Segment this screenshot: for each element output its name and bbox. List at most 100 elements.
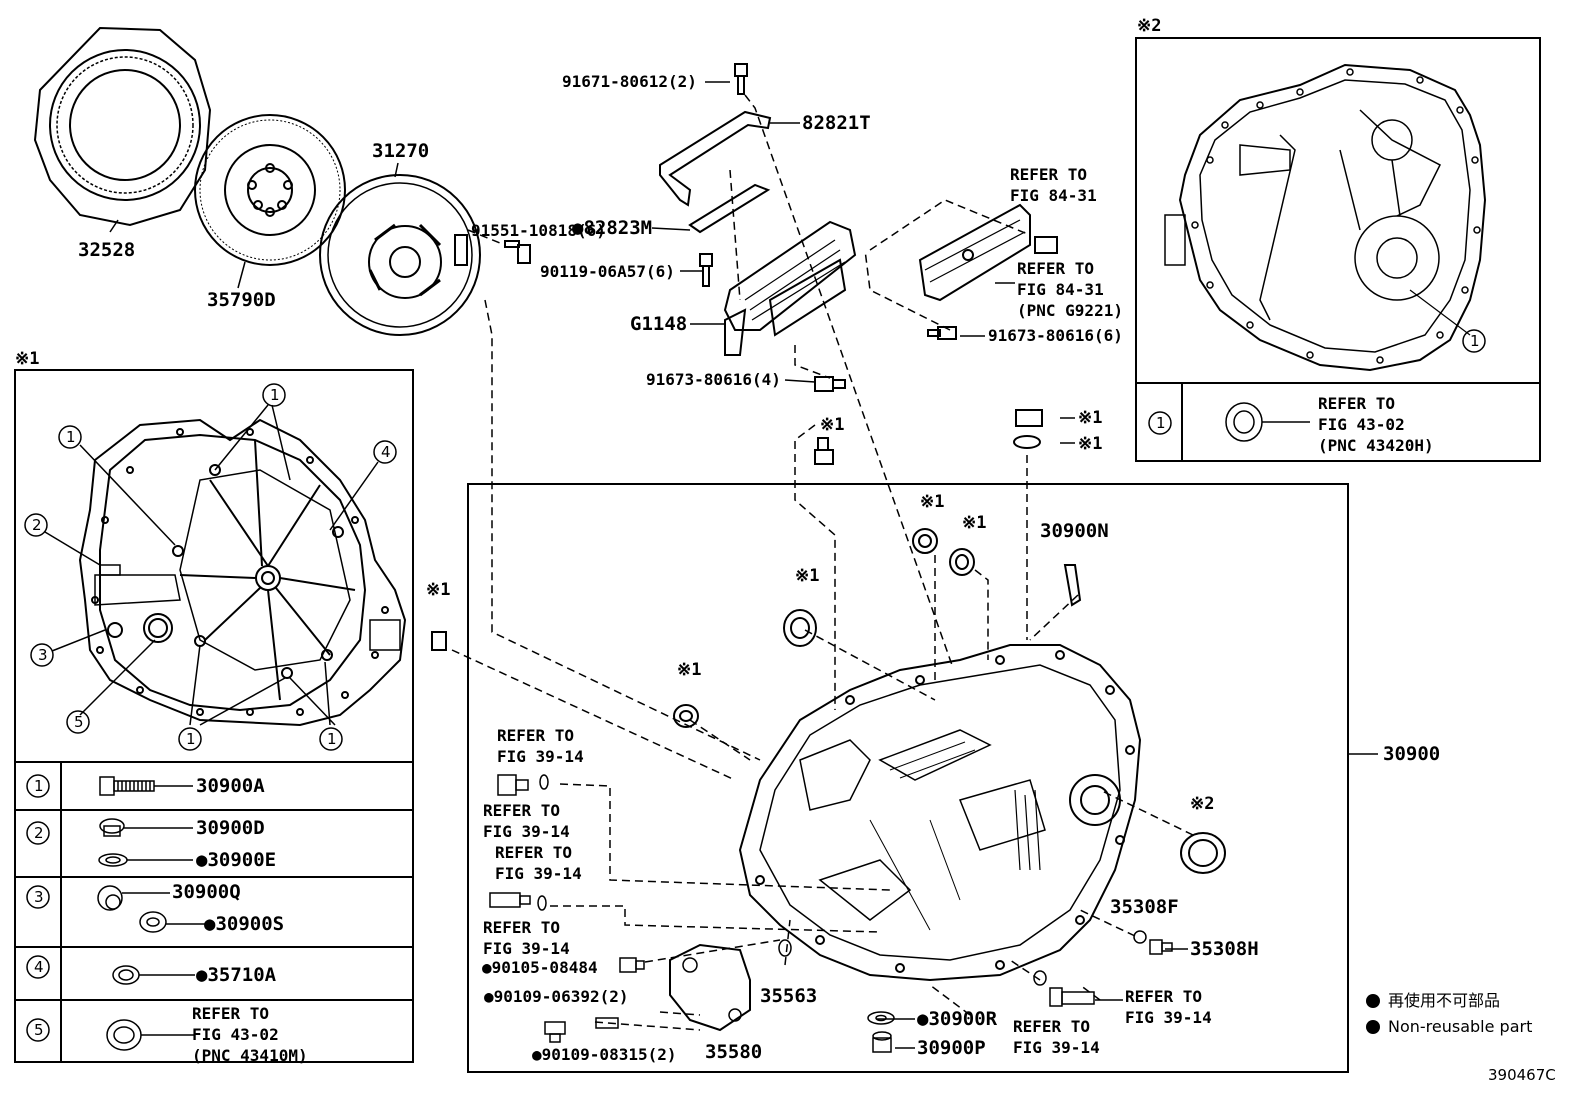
damper-31270: [319, 162, 481, 336]
dashed-leaders: [451, 94, 1194, 1031]
note-mark-1-d: ※1: [920, 492, 945, 512]
label-90119-06A57[interactable]: 90119-06A57(6): [540, 262, 675, 281]
note-mark-1-f: ※1: [795, 566, 820, 586]
note-mark-2-right: ※2: [1137, 16, 1162, 36]
ref-line: REFER TO: [1013, 1017, 1091, 1036]
inset1-callouts: [24, 383, 397, 1042]
callout-1: 1: [1470, 332, 1480, 350]
label-30900Q[interactable]: 30900Q: [172, 881, 241, 903]
label-30900D[interactable]: 30900D: [196, 817, 265, 839]
label-82823M[interactable]: ●82823M: [572, 217, 653, 239]
label-32528[interactable]: 32528: [78, 239, 136, 261]
note-mark-1-b: ※1: [1078, 434, 1103, 454]
label-90105-08484[interactable]: ●90105-08484: [482, 958, 598, 977]
label-35563[interactable]: 35563: [760, 985, 818, 1007]
callout-1: 1: [327, 730, 337, 748]
label-30900N[interactable]: 30900N: [1040, 520, 1109, 542]
legend-jp: 再使用不可部品: [1388, 991, 1501, 1010]
note-mark-1-c: ※1: [820, 415, 845, 435]
label-30900S[interactable]: ●30900S: [204, 913, 285, 935]
inset-box-2: [1135, 37, 1541, 462]
ref-line: FIG 39-14: [483, 822, 570, 841]
diagram-code: 390467C: [1488, 1066, 1556, 1084]
label-G1148[interactable]: G1148: [630, 313, 688, 335]
table1-row-no: 5: [34, 1021, 44, 1039]
ref-line: (PNC G9221): [1017, 301, 1123, 320]
label-91551-10818[interactable]: 91551-10818(6): [471, 221, 606, 240]
label-30900E[interactable]: ●30900E: [196, 849, 277, 871]
table1-row-no: 3: [34, 888, 44, 906]
ref-fig-39-14-c[interactable]: REFER TO FIG 39-14: [495, 842, 582, 884]
ref-line: REFER TO: [1125, 987, 1203, 1006]
ref-line: FIG 84-31: [1017, 280, 1104, 299]
label-35580[interactable]: 35580: [705, 1041, 763, 1063]
label-30900[interactable]: 30900: [1383, 743, 1441, 765]
ref-line: FIG 43-02: [1318, 415, 1405, 434]
bracket-parts: [431, 63, 1226, 874]
callout-2: 2: [32, 516, 42, 534]
ref-fig-39-14-a[interactable]: REFER TO FIG 39-14: [497, 725, 584, 767]
label-91671-80612[interactable]: 91671-80612(2): [562, 72, 697, 91]
callout-4: 4: [381, 443, 391, 461]
inset1-table-parts: [97, 776, 205, 1051]
label-30900A[interactable]: 30900A: [196, 775, 265, 797]
table1-row-no: 4: [34, 958, 44, 976]
bell-housing-drawing: [44, 404, 407, 727]
label-91673-80616-4[interactable]: 91673-80616(4): [646, 370, 781, 389]
legend-dots: [1366, 994, 1380, 1034]
callout-5: 5: [74, 713, 84, 731]
main-box: [467, 483, 1349, 1073]
label-35710A[interactable]: ●35710A: [196, 964, 277, 986]
table1-row-no: 2: [34, 824, 44, 842]
label-90109-06392[interactable]: ●90109-06392(2): [484, 987, 629, 1006]
ref-line: FIG 43-02: [192, 1025, 279, 1044]
ref-line: REFER TO: [483, 918, 561, 937]
note-mark-1-e: ※1: [962, 513, 987, 533]
ref-line: REFER TO: [1017, 259, 1095, 278]
ref-line: FIG 39-14: [495, 864, 582, 883]
label-90109-08315[interactable]: ●90109-08315(2): [532, 1045, 677, 1064]
note-mark-1-left: ※1: [15, 349, 40, 369]
label-91673-80616-6[interactable]: 91673-80616(6): [988, 326, 1123, 345]
transaxle-drawing: [738, 644, 1142, 982]
ref-fig-39-14-d[interactable]: REFER TO FIG 39-14: [483, 917, 570, 959]
callout-1: 1: [66, 428, 76, 446]
ref-fig-84-31-a[interactable]: REFER TO FIG 84-31: [1010, 164, 1097, 206]
ref-line: REFER TO: [497, 726, 575, 745]
ref-fig-43-02-a[interactable]: REFER TO FIG 43-02 (PNC 43410M): [192, 1003, 308, 1066]
ref-fig-43-02-b[interactable]: REFER TO FIG 43-02 (PNC 43420H): [1318, 393, 1434, 456]
note-mark-1-g: ※1: [677, 660, 702, 680]
label-30900R[interactable]: ●30900R: [917, 1008, 998, 1030]
ref-line: FIG 39-14: [483, 939, 570, 958]
ref-line: (PNC 43410M): [192, 1046, 308, 1065]
ref-line: REFER TO: [495, 843, 573, 862]
label-82821T[interactable]: 82821T: [802, 112, 871, 134]
inset-box-1: [14, 369, 414, 1063]
callout-1: 1: [270, 386, 280, 404]
ref-fig-39-14-f[interactable]: REFER TO FIG 39-14: [1013, 1016, 1100, 1058]
ref-line: FIG 39-14: [497, 747, 584, 766]
ref-line: FIG 39-14: [1125, 1008, 1212, 1027]
label-30900P[interactable]: 30900P: [917, 1037, 986, 1059]
legend-en: Non-reusable part: [1388, 1017, 1533, 1036]
rear-cover-drawing: [1148, 63, 1487, 442]
ref-fig-39-14-e[interactable]: REFER TO FIG 39-14: [1125, 986, 1212, 1028]
label-35790D[interactable]: 35790D: [207, 289, 276, 311]
ref-line: REFER TO: [483, 801, 561, 820]
ref-line: FIG 39-14: [1013, 1038, 1100, 1057]
label-35308H[interactable]: 35308H: [1190, 938, 1259, 960]
ref-line: REFER TO: [1010, 165, 1088, 184]
table2-row-no: 1: [1156, 414, 1166, 432]
ref-fig-39-14-b[interactable]: REFER TO FIG 39-14: [483, 800, 570, 842]
label-35308F[interactable]: 35308F: [1110, 896, 1179, 918]
lower-small-parts: [489, 774, 1173, 1053]
ref-fig-84-31-b[interactable]: REFER TO FIG 84-31 (PNC G9221): [1017, 258, 1123, 321]
ref-line: (PNC 43420H): [1318, 436, 1434, 455]
note-mark-1-a: ※1: [1078, 408, 1103, 428]
table1-row-no: 1: [34, 777, 44, 795]
callout-3: 3: [38, 646, 48, 664]
ref-line: REFER TO: [192, 1004, 270, 1023]
label-31270[interactable]: 31270: [372, 140, 430, 162]
